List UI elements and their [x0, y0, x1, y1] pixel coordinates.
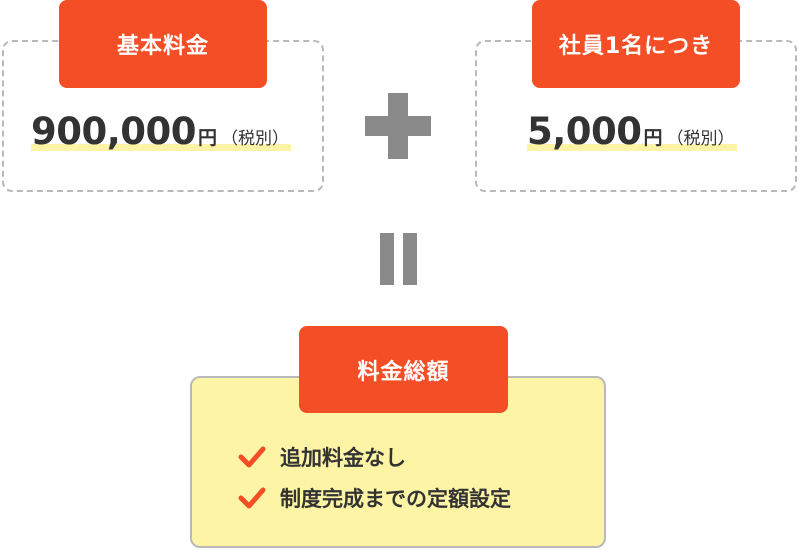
base-fee-price: 900,000 円 （税別） — [31, 110, 292, 157]
per-employee-tax-note: （税別） — [666, 129, 735, 149]
check-icon — [238, 446, 266, 468]
per-employee-unit: 円 — [643, 127, 663, 149]
feature-text-1: 追加料金なし — [280, 446, 406, 470]
base-fee-amount: 900,000 — [31, 110, 197, 153]
feature-item-1: 追加料金なし — [238, 442, 406, 472]
equals-icon-bar-right — [403, 233, 417, 285]
check-icon — [238, 487, 266, 509]
per-employee-label: 社員1名につき — [532, 0, 740, 88]
per-employee-price: 5,000 円 （税別） — [527, 110, 737, 157]
base-fee-unit: 円 — [198, 127, 218, 149]
total-label: 料金総額 — [299, 326, 508, 413]
feature-text-2: 制度完成までの定額設定 — [280, 487, 511, 511]
base-fee-label: 基本料金 — [59, 0, 267, 88]
equals-icon-bar-left — [380, 233, 394, 285]
plus-icon-vertical — [388, 93, 408, 159]
per-employee-amount: 5,000 — [527, 110, 642, 153]
base-fee-tax-note: （税別） — [221, 129, 290, 149]
feature-item-2: 制度完成までの定額設定 — [238, 483, 511, 513]
